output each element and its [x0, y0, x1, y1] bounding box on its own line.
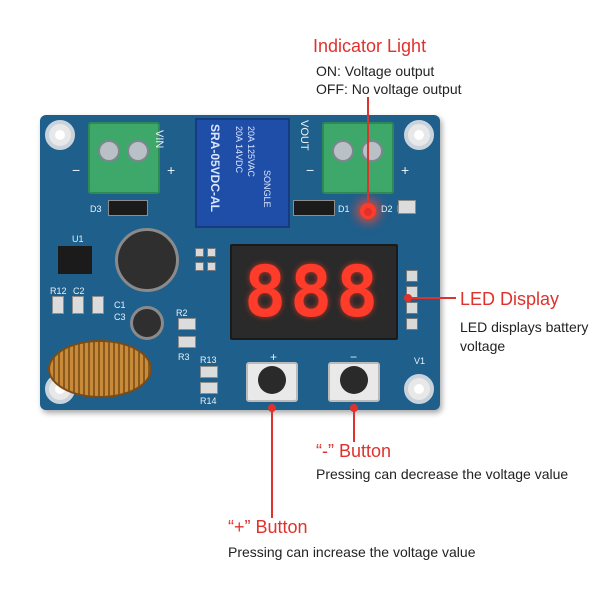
- vin-terminal-block: [88, 122, 160, 194]
- led-digit-2: 8: [290, 251, 333, 333]
- display-pin: [406, 270, 418, 282]
- label-c2: C2: [73, 286, 85, 296]
- indicator-callout-line: [367, 97, 369, 203]
- mounting-hole-top-right: [404, 120, 434, 150]
- label-r3: R3: [178, 352, 190, 362]
- vout-terminal-block: [322, 122, 394, 194]
- led-digit-1: 8: [244, 251, 287, 333]
- display-pin: [406, 302, 418, 314]
- vout-label: VOUT: [298, 120, 310, 151]
- indicator-on-desc: ON: Voltage output: [316, 63, 435, 79]
- label-d2: D2: [381, 204, 393, 214]
- plus-button-title: “+” Button: [228, 517, 308, 537]
- label-r14: R14: [200, 396, 217, 406]
- vout-screw-left: [332, 140, 354, 162]
- vout-minus-sign: −: [306, 162, 315, 178]
- minus-callout-dot: [350, 404, 358, 412]
- resistor-r3: [178, 336, 196, 348]
- minus-button-mark: −: [350, 350, 358, 364]
- mounting-hole-bottom-right: [404, 374, 434, 404]
- ic-u1: [58, 246, 92, 274]
- vin-minus-sign: −: [72, 162, 81, 178]
- label-r12: R12: [50, 286, 67, 296]
- vin-label: VIN: [153, 130, 165, 149]
- resistor-r14: [200, 382, 218, 394]
- header-pin: [207, 262, 216, 271]
- resistor-r2: [178, 318, 196, 330]
- led-digit-3: 8: [336, 251, 379, 333]
- resistor-r6: [398, 200, 416, 214]
- vout-plus-sign: +: [401, 162, 410, 178]
- resistor-r13: [200, 366, 218, 378]
- plus-button-cap[interactable]: [258, 366, 286, 394]
- minus-callout-line: [353, 410, 355, 442]
- label-c1: C1: [114, 300, 126, 310]
- label-r2: R2: [176, 308, 188, 318]
- plus-button-desc: Pressing can increase the voltage value: [228, 544, 476, 560]
- minus-button-title: “-” Button: [316, 441, 392, 461]
- vin-plus-sign: +: [167, 162, 176, 178]
- capacitor-c2: [72, 296, 84, 314]
- capacitor-large: [115, 228, 179, 292]
- vin-screw-right: [127, 140, 149, 162]
- plus-button-mark: +: [270, 350, 278, 364]
- resistor-r12: [52, 296, 64, 314]
- relay: [195, 118, 290, 228]
- vin-screw-left: [98, 140, 120, 162]
- header-pin: [207, 248, 216, 257]
- label-r13: R13: [200, 355, 217, 365]
- indicator-off-desc: OFF: No voltage output: [316, 81, 462, 97]
- label-d3: D3: [90, 204, 102, 214]
- capacitor-small: [130, 306, 164, 340]
- display-callout-line: [408, 297, 456, 299]
- relay-model: SRA-05VDC-AL: [208, 124, 222, 213]
- indicator-callout-dot: [364, 208, 372, 216]
- minus-button-desc: Pressing can decrease the voltage value: [316, 466, 569, 482]
- relay-brand: SONGLE: [262, 170, 272, 208]
- inductor-coil: [48, 340, 152, 398]
- capacitor-c1: [92, 296, 104, 314]
- led-display-desc-1: LED displays battery: [460, 319, 589, 335]
- relay-spec-2: 20A 125VAC: [246, 126, 256, 177]
- plus-callout-dot: [268, 404, 276, 412]
- led-display-desc-2: voltage: [460, 338, 506, 354]
- display-pin: [406, 318, 418, 330]
- minus-button-cap[interactable]: [340, 366, 368, 394]
- led-display-title: LED Display: [460, 289, 560, 309]
- label-c3: C3: [114, 312, 126, 322]
- relay-spec-1: 20A 14VDC: [234, 126, 244, 174]
- label-v1: V1: [414, 356, 426, 366]
- vout-screw-right: [361, 140, 383, 162]
- led-display: [230, 244, 398, 340]
- header-pin: [195, 248, 204, 257]
- label-u1: U1: [72, 234, 84, 244]
- diode-d3: [108, 200, 148, 216]
- mounting-hole-top-left: [45, 120, 75, 150]
- label-d1: D1: [338, 204, 350, 214]
- indicator-light-title: Indicator Light: [313, 36, 427, 56]
- plus-callout-line: [271, 410, 273, 518]
- diode-d1: [293, 200, 335, 216]
- header-pin: [195, 262, 204, 271]
